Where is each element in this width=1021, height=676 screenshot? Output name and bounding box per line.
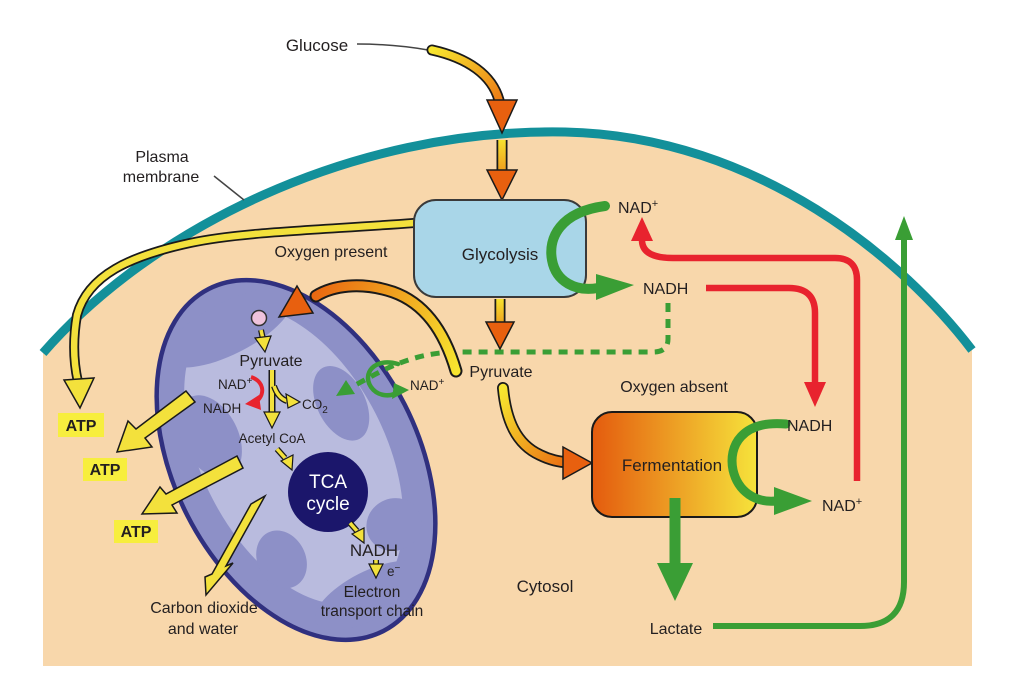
nad-plus-cytosol-label: NAD+ — [410, 377, 445, 393]
nadh-tca-label: NADH — [350, 541, 398, 560]
atp-label-3: ATP — [121, 524, 152, 541]
lactate-export-arrow — [713, 216, 913, 629]
nad-dashed-recycle — [336, 303, 671, 396]
glycolysis-label: Glycolysis — [462, 245, 539, 264]
glucose-entry — [356, 43, 519, 202]
acetyl-coa-label: Acetyl CoA — [239, 431, 306, 446]
mito-atp-arrow-1 — [115, 389, 197, 453]
etc-label-line1: Electron — [344, 584, 401, 601]
glycolysis-to-pyruvate-arrow — [484, 299, 516, 351]
oxygen-present-label: Oxygen present — [275, 244, 389, 261]
nadh-to-electron-arrow — [368, 560, 384, 580]
electron-arrowhead — [368, 563, 384, 580]
glucose-pointer-line — [356, 43, 429, 51]
etc-label-line2: transport chain — [321, 603, 424, 620]
fermentation-arrowhead — [562, 445, 594, 481]
atp-tube — [70, 219, 415, 383]
glucose-label: Glucose — [286, 36, 348, 55]
pyruvate-to-acetyl-arrow — [263, 370, 281, 430]
glycolysis-nad-cycle — [546, 201, 634, 300]
electron-symbol-label: e− — [387, 563, 401, 579]
nad-return-arrow — [631, 217, 861, 481]
mitochondrion-cristae — [165, 288, 425, 631]
glucose-arrowhead — [485, 99, 519, 135]
dot-arrowhead — [253, 335, 272, 354]
pyruvate-cytosol-label: Pyruvate — [469, 364, 532, 381]
fermentation-nad-cycle — [727, 419, 812, 515]
membrane-pointer-line — [213, 175, 245, 201]
pyruvate-mito-label: Pyruvate — [239, 353, 302, 370]
glycolysis-atp-arrow — [62, 218, 415, 410]
carbon-dioxide-label-line2: and water — [168, 621, 239, 638]
red-arrowhead-down — [804, 382, 826, 407]
tca-to-nadh-arrow — [347, 521, 365, 545]
tca-arrowhead — [279, 453, 294, 472]
pyruvate-transport-dot — [250, 309, 268, 327]
cytosol-label: Cytosol — [517, 577, 574, 596]
nadh-arrowhead — [350, 527, 365, 545]
tca-cycle-node: TCA cycle — [288, 452, 368, 532]
nadh-mito-label: NADH — [203, 401, 241, 416]
nad-cycle-curve — [546, 201, 610, 294]
acetyl-to-tca-arrow — [274, 447, 294, 472]
plasma-membrane-label-line1: Plasma — [135, 149, 188, 166]
tca-label-line1: TCA — [309, 472, 347, 493]
glycolysis-node: Glycolysis — [413, 199, 587, 298]
dashed-arrowhead — [336, 380, 355, 396]
fermentation-label: Fermentation — [622, 456, 722, 475]
pyruvate-to-fermentation-arrow — [497, 382, 594, 481]
co2-arrowhead — [285, 392, 302, 409]
lactate-arrowhead — [657, 563, 693, 601]
oxygen-present-arrow — [277, 279, 463, 378]
nadh-glycolysis-label: NADH — [643, 281, 688, 298]
oxygen-present-arrowhead — [277, 284, 315, 318]
glycolysis-box — [413, 199, 587, 298]
glucose-arrowhead2 — [485, 169, 519, 202]
nadh-to-fermentation-arrow — [706, 284, 826, 407]
atp-label-1: ATP — [66, 418, 97, 435]
fermentation-nad-arrowhead — [774, 487, 812, 515]
nad-plus-fermentation-label: NAD+ — [822, 496, 862, 515]
lactate-label: Lactate — [650, 621, 703, 638]
mito-red-arrowhead — [245, 395, 261, 410]
oxygen-absent-label: Oxygen absent — [620, 379, 728, 396]
co2-label: CO2 — [302, 397, 328, 416]
mito-co2-water-arrow — [204, 494, 267, 597]
glucose-arrow-shaft — [428, 46, 503, 104]
atp-badge-1: ATP — [58, 413, 104, 437]
atp-badge-3: ATP — [114, 520, 158, 543]
atp-label-2: ATP — [90, 462, 121, 479]
nad-swirl-arrow — [365, 360, 409, 399]
nadh-fermentation-label: NADH — [787, 418, 832, 435]
nad-plus-mito-label: NAD+ — [218, 376, 253, 392]
tca-label-line2: cycle — [306, 494, 349, 515]
acetyl-arrowhead — [263, 411, 281, 430]
fermentation-to-lactate-arrow — [657, 498, 693, 601]
mito-atp-arrow-2 — [140, 454, 245, 515]
carbon-dioxide-label-line1: Carbon dioxide — [150, 600, 258, 617]
mito-nad-red-arrow — [245, 375, 265, 410]
atp-tube-arrowhead — [62, 377, 96, 410]
red-arrowhead-up — [631, 217, 653, 241]
atp-badge-2: ATP — [83, 458, 127, 481]
tca-circle — [288, 452, 368, 532]
nad-cycle-arrowhead — [596, 274, 634, 300]
swirl-arrowhead — [392, 383, 409, 399]
dot-to-pyruvate-arrow — [253, 329, 272, 354]
plasma-membrane-label-line2: membrane — [123, 169, 200, 186]
lactate-export-arrowhead — [895, 216, 913, 240]
pyruvate-arrowhead — [484, 321, 516, 351]
co2-branch-arrow — [271, 384, 302, 409]
nad-plus-glycolysis-label: NAD+ — [618, 198, 658, 217]
